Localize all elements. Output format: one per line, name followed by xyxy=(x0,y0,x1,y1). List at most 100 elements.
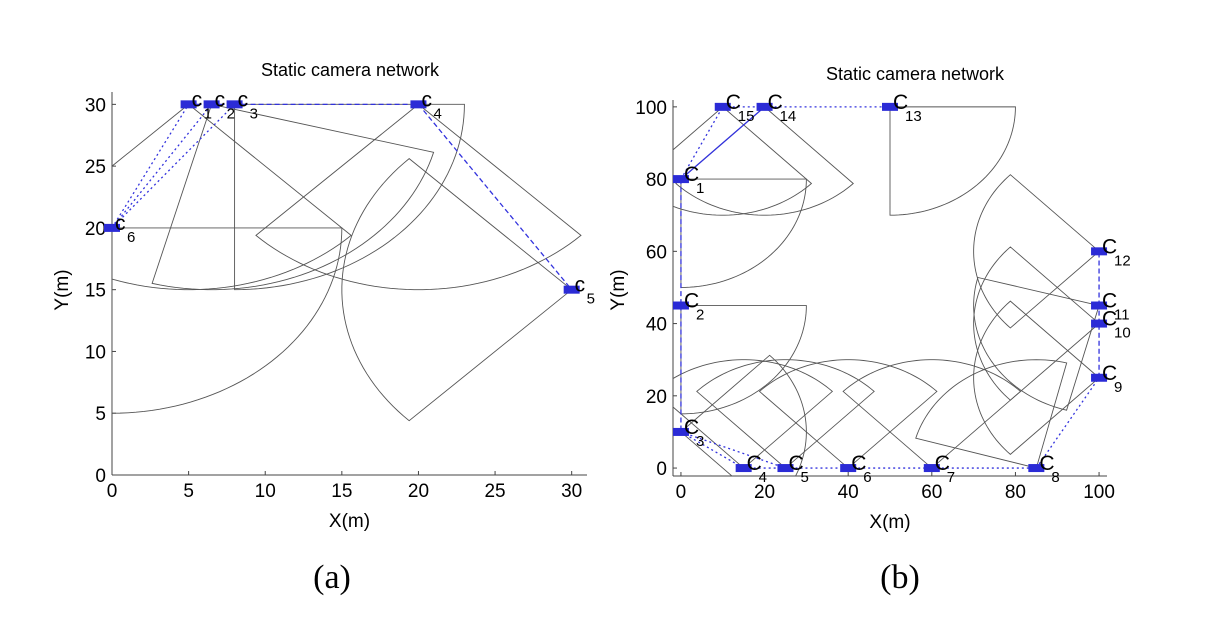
x-tick-label: 10 xyxy=(255,481,276,502)
camera-label-subscript-c11: 11 xyxy=(1114,307,1130,324)
camera-label-c10: C xyxy=(1102,308,1117,331)
fov-sector-c2 xyxy=(680,305,807,415)
camera-label-c9: C xyxy=(1102,362,1117,385)
camera-label-c1: C xyxy=(684,163,699,186)
x-tick-label: 0 xyxy=(676,482,687,503)
camera-marker-c12 xyxy=(1091,247,1108,256)
fov-sector-c6 xyxy=(758,359,938,469)
fov-sector-c1 xyxy=(680,178,807,288)
camera-label-c6: C xyxy=(851,452,866,475)
camera-label-subscript-c8: 8 xyxy=(1051,469,1059,486)
camera-marker-c7 xyxy=(923,464,940,473)
camera-marker-c15 xyxy=(714,102,731,111)
camera-label-subscript-c6: 6 xyxy=(127,229,135,246)
y-tick-label: 0 xyxy=(656,459,667,480)
camera-label-subscript-c12: 12 xyxy=(1114,252,1131,269)
camera-label-c14: C xyxy=(768,91,783,114)
fov-sector-c9 xyxy=(973,300,1100,455)
y-tick-label: 30 xyxy=(85,95,106,116)
camera-label-subscript-c5: 5 xyxy=(800,469,808,486)
camera-label-subscript-c4: 4 xyxy=(433,105,441,122)
fov-sector-c6 xyxy=(112,227,343,414)
camera-label-c2: C xyxy=(684,290,699,313)
fov-sector-c12 xyxy=(973,174,1100,329)
x-tick-label: 60 xyxy=(921,482,942,503)
camera-label-subscript-c7: 7 xyxy=(947,469,955,486)
camera-label-c5: c xyxy=(575,274,586,297)
y-axis-label: Y(m) xyxy=(52,269,73,310)
camera-marker-c2 xyxy=(203,100,220,109)
fov-sector-c11 xyxy=(973,276,1100,411)
link-c3-c4 xyxy=(680,431,744,469)
camera-marker-c3 xyxy=(226,100,243,109)
y-tick-label: 40 xyxy=(646,315,667,336)
y-tick-label: 20 xyxy=(646,387,667,408)
link-c6-c1 xyxy=(111,104,190,229)
camera-label-subscript-c2: 2 xyxy=(227,105,235,122)
camera-marker-c4 xyxy=(735,464,752,473)
link-c6-c3 xyxy=(111,103,236,229)
chart-title: Static camera network xyxy=(261,60,440,80)
camera-marker-c8 xyxy=(1028,464,1045,473)
x-axis-label: X(m) xyxy=(869,512,910,533)
camera-label-subscript-c10: 10 xyxy=(1114,325,1131,342)
camera-label-c13: C xyxy=(893,91,908,114)
fov-sector-c10 xyxy=(973,246,1100,401)
x-tick-label: 80 xyxy=(1005,482,1026,503)
camera-label-c11: C xyxy=(1102,290,1117,313)
fov-sector-c5 xyxy=(696,359,875,469)
y-tick-label: 80 xyxy=(646,170,667,191)
camera-label-subscript-c4: 4 xyxy=(759,469,767,486)
camera-label-subscript-c14: 14 xyxy=(780,108,797,125)
y-tick-label: 0 xyxy=(95,466,106,487)
y-tick-label: 10 xyxy=(85,342,106,363)
fov-layer xyxy=(673,106,1100,476)
x-axis-label: X(m) xyxy=(329,511,370,532)
link-c1-c14 xyxy=(680,106,765,180)
camera-label-c6: c xyxy=(115,212,126,235)
camera-marker-c11 xyxy=(1091,301,1108,310)
camera-label-c12: C xyxy=(1102,235,1117,258)
camera-marker-c1 xyxy=(180,100,197,109)
x-tick-label: 15 xyxy=(331,481,352,502)
camera-label-c4: C xyxy=(747,452,762,475)
camera-marker-c6 xyxy=(104,223,120,232)
y-axis-label: Y(m) xyxy=(608,269,629,310)
y-tick-label: 15 xyxy=(85,281,106,302)
camera-marker-c10 xyxy=(1091,319,1108,328)
camera-label-subscript-c3: 3 xyxy=(250,105,258,122)
fov-sector-c15 xyxy=(673,106,813,216)
camera-marker-c2 xyxy=(672,301,689,310)
camera-label-subscript-c1: 1 xyxy=(696,180,704,197)
camera-label-subscript-c3: 3 xyxy=(696,433,704,450)
camera-label-subscript-c5: 5 xyxy=(587,291,595,308)
fov-sector-c4 xyxy=(673,359,834,469)
link-c8-c9 xyxy=(1035,377,1100,469)
link-c3-c5 xyxy=(680,431,786,469)
camera-marker-c5 xyxy=(777,464,794,473)
fov-sector-c4 xyxy=(255,103,582,291)
x-tick-label: 30 xyxy=(561,481,582,502)
x-tick-label: 100 xyxy=(1083,482,1115,503)
y-tick-label: 100 xyxy=(635,98,667,119)
x-tick-label: 20 xyxy=(408,481,429,502)
camera-label-subscript-c13: 13 xyxy=(905,108,922,125)
camera-marker-c3 xyxy=(672,427,689,436)
camera-label-c1: c xyxy=(192,88,203,111)
y-tick-label: 20 xyxy=(85,219,106,240)
fov-sector-c14 xyxy=(675,106,854,216)
chart-title: Static camera network xyxy=(826,64,1005,84)
x-tick-label: 0 xyxy=(107,481,118,502)
camera-label-subscript-c9: 9 xyxy=(1114,379,1122,396)
fov-sector-c2 xyxy=(151,103,435,291)
camera-marker-c13 xyxy=(882,102,898,111)
fov-sector-c7 xyxy=(842,359,1022,469)
y-tick-label: 5 xyxy=(95,404,106,425)
camera-label-c15: C xyxy=(726,91,741,114)
y-tick-label: 60 xyxy=(646,242,667,263)
camera-label-c2: c xyxy=(215,88,226,111)
camera-marker-c14 xyxy=(756,102,773,111)
camera-label-c7: C xyxy=(935,452,950,475)
